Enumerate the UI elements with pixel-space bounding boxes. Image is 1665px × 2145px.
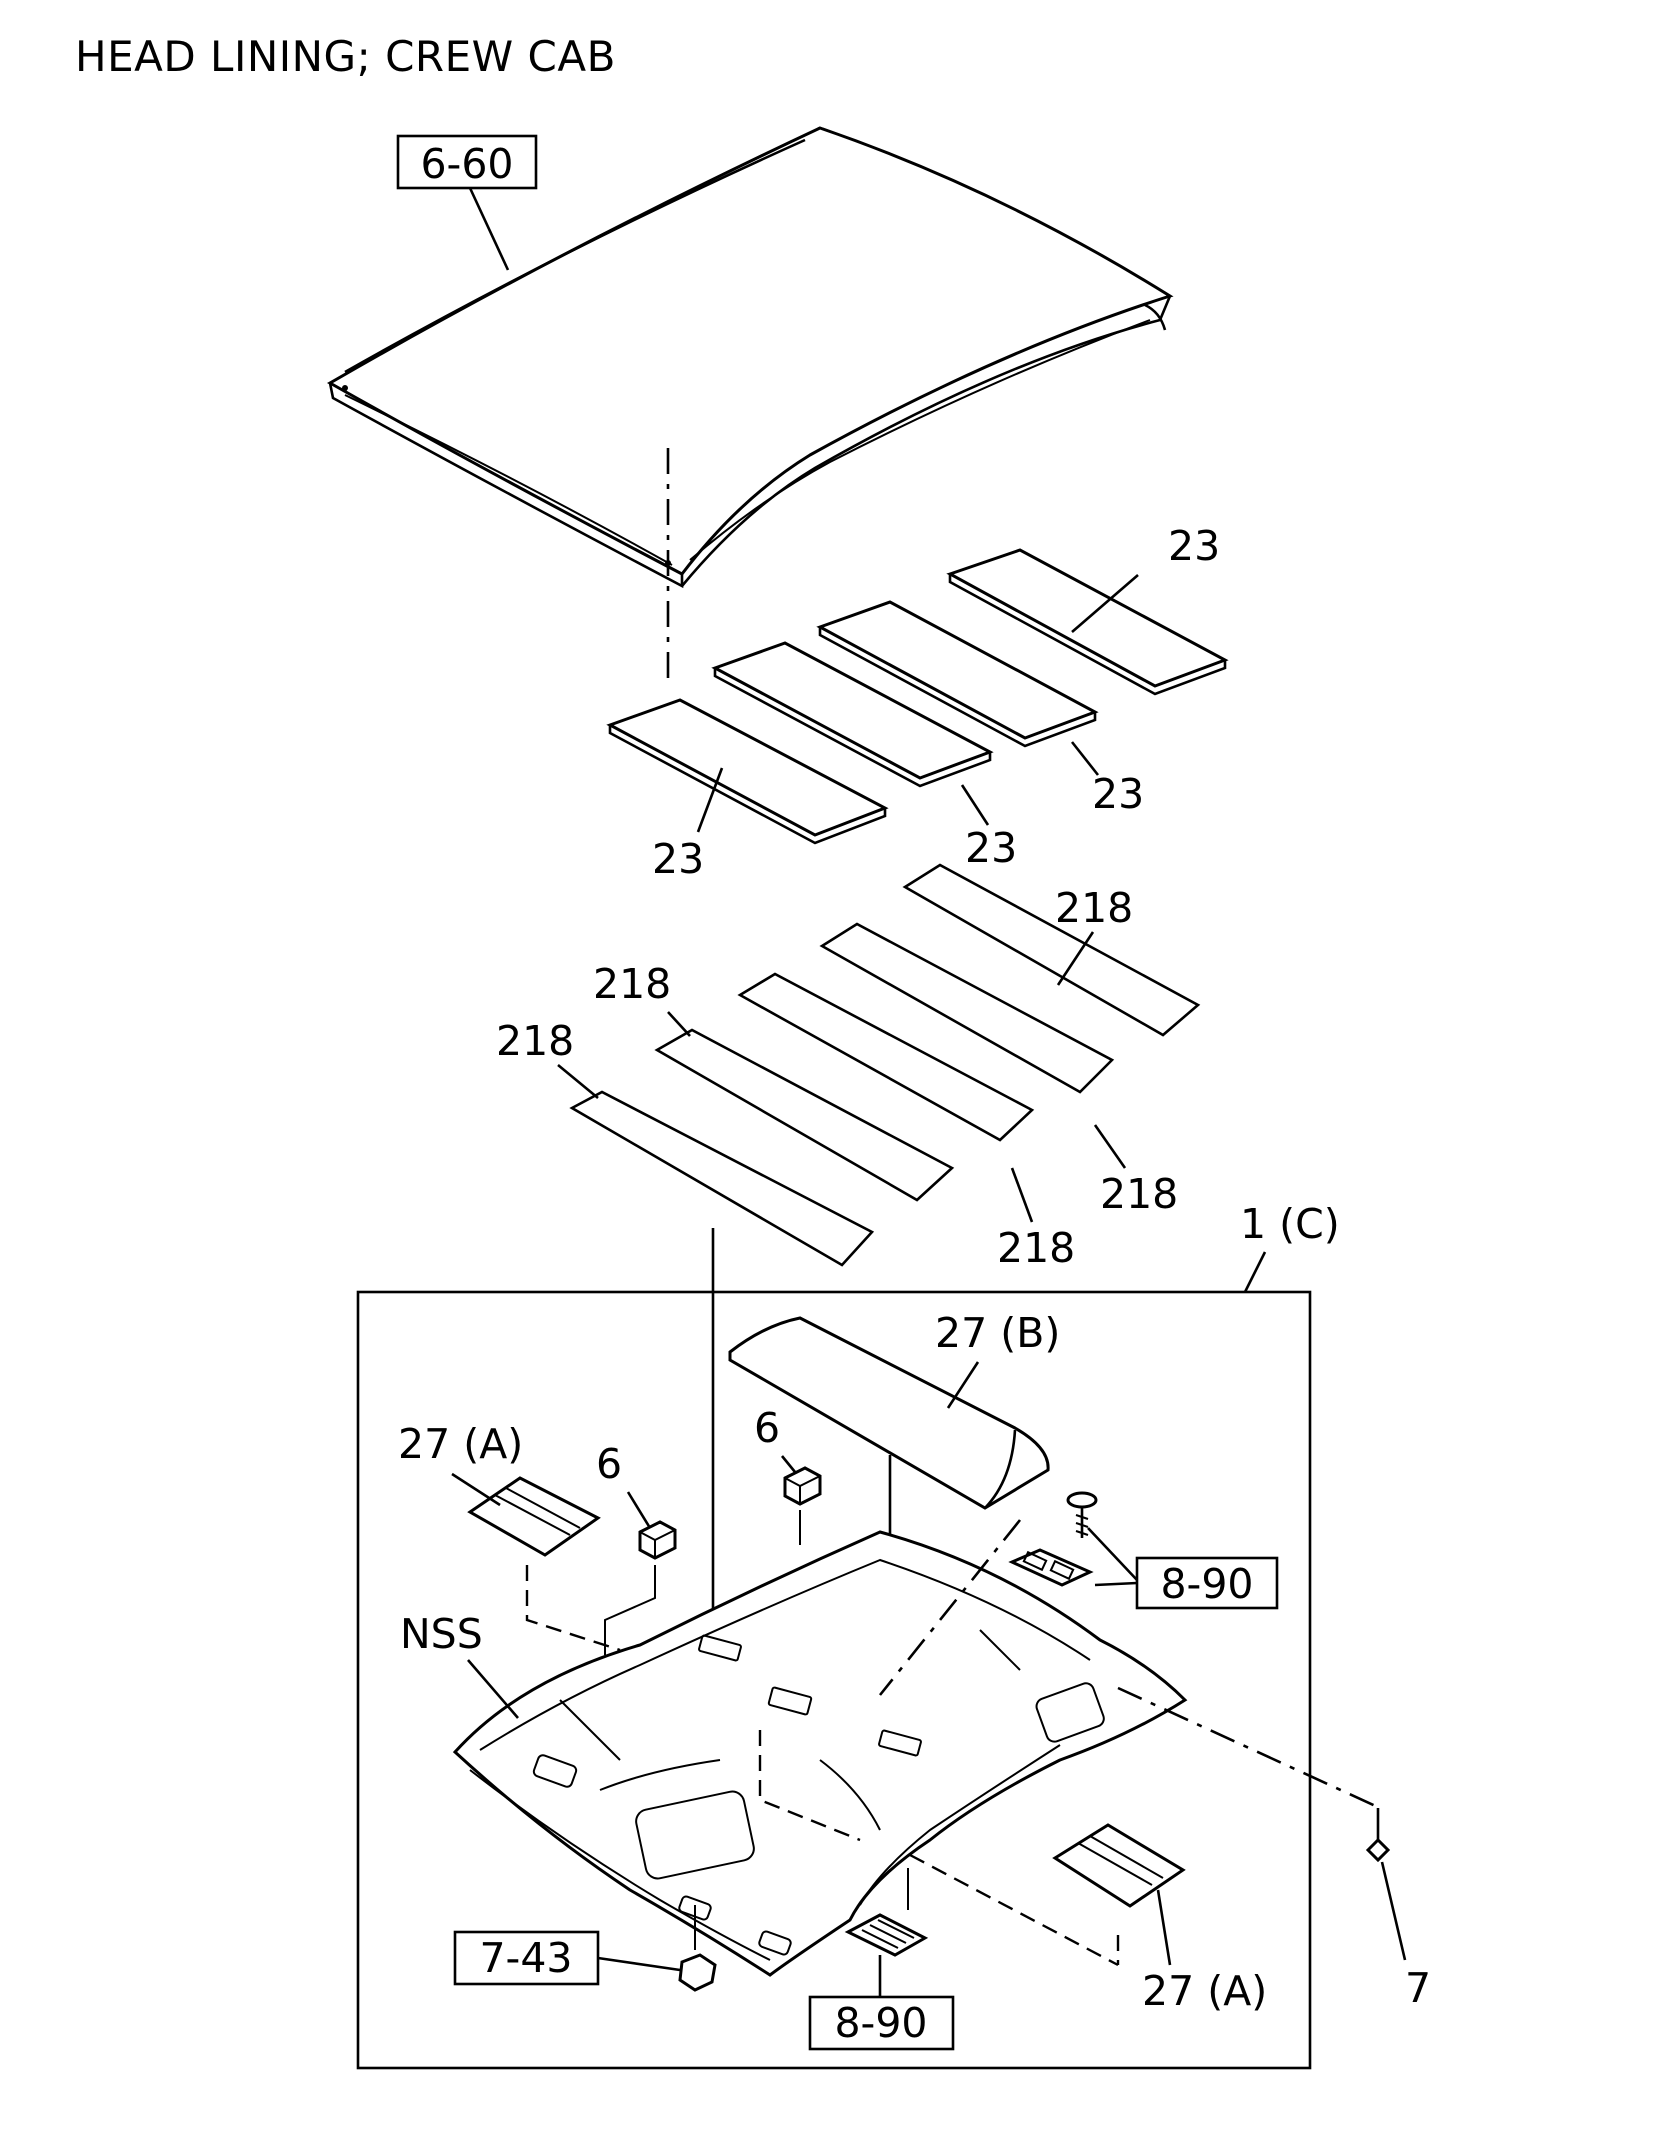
clip-left [638,1520,677,1560]
callout-pad-a-left: 27 (A) [398,1420,523,1468]
leader-strip-1 [1056,931,1095,986]
leader-pad-4 [696,767,724,833]
strip-218-item [654,1028,955,1202]
leader-strip-4 [1093,1124,1127,1169]
alignment-line-screw [1117,1686,1381,1810]
headliner-body [452,1530,1188,1977]
leader-clip-left [626,1491,652,1529]
lamp-rear [1008,1548,1094,1587]
callout-assembly: 1 (C) [1240,1200,1340,1248]
screw-lamp [1066,1491,1098,1538]
alignment-line-clip-left [604,1565,656,1655]
leader-strip-2 [667,1011,691,1037]
callout-pad-2: 23 [1092,770,1144,818]
lamp-front [844,1913,929,1957]
leader-hook [597,1956,681,1972]
leader-pad-a-right [1156,1889,1172,1966]
leader-pad-2 [1070,741,1100,776]
callout-pad-b: 27 (B) [935,1309,1060,1357]
callout-box-hook [453,1930,600,1986]
leader-roof [468,187,510,271]
pad-27a-left [467,1476,601,1557]
leader-clip-right [780,1455,797,1473]
roof-panel [326,126,1174,589]
strip-218-item [569,1090,875,1267]
callout-strip-3: 218 [496,1017,574,1065]
hook [678,1953,717,1992]
callout-box-lamp-rear [1135,1556,1279,1610]
alignment-line-lamp-rear [878,1519,1022,1696]
alignment-line-pad-a-left [525,1565,621,1652]
callout-pad-1: 23 [1168,522,1220,570]
callout-clip-right: 6 [754,1404,780,1452]
callout-strip-2: 218 [593,960,671,1008]
callout-strip-5: 218 [997,1224,1075,1272]
callout-pad-3: 23 [965,824,1017,872]
leader-pad-a-left [451,1472,501,1507]
callout-box-roof [396,134,538,190]
leader-assembly [1243,1251,1267,1293]
screw-7 [1365,1808,1391,1863]
callout-nss: NSS [400,1610,483,1658]
clip-right [783,1466,822,1506]
callout-strip-4: 218 [1100,1170,1178,1218]
pad-27b [728,1316,1050,1510]
pad-23-item [711,641,994,788]
strip-218-group [569,863,1201,1267]
callout-hook-ref: 7-43 [479,1934,572,1982]
alignment-line-pad-a-right [909,1853,1119,1967]
leader-pad-1 [1071,574,1139,633]
pad-23-item [606,698,889,845]
callout-clip-left: 6 [596,1440,622,1488]
callout-roof-ref: 6-60 [420,140,513,188]
callout-pad-4: 23 [652,835,704,883]
leader-pad-3 [960,784,990,826]
strip-218-item [819,922,1115,1094]
leader-lamp-rear [1094,1581,1138,1587]
page-title: HEAD LINING; CREW CAB [75,32,616,81]
leader-strip-3 [557,1063,599,1100]
leader-strip-5 [1010,1167,1034,1223]
callout-screw: 7 [1405,1964,1431,2012]
pad-23-item [816,600,1099,748]
leader-nss [467,1659,519,1719]
leader-pad-b [946,1361,980,1409]
callout-box-lamp-front [808,1995,955,2051]
strip-218-item [902,863,1201,1037]
assembly-frame [356,1290,1312,2070]
callout-lamp-rear-ref: 8-90 [1160,1560,1253,1608]
pad-27a-right [1052,1823,1186,1908]
leader-screw [1380,1861,1407,1961]
callout-pad-a-right: 27 (A) [1142,1967,1267,2015]
callout-lamp-front-ref: 8-90 [834,1999,927,2047]
pad-23-group [606,548,1229,845]
strip-218-item [737,972,1035,1142]
callout-strip-1: 218 [1055,884,1133,932]
